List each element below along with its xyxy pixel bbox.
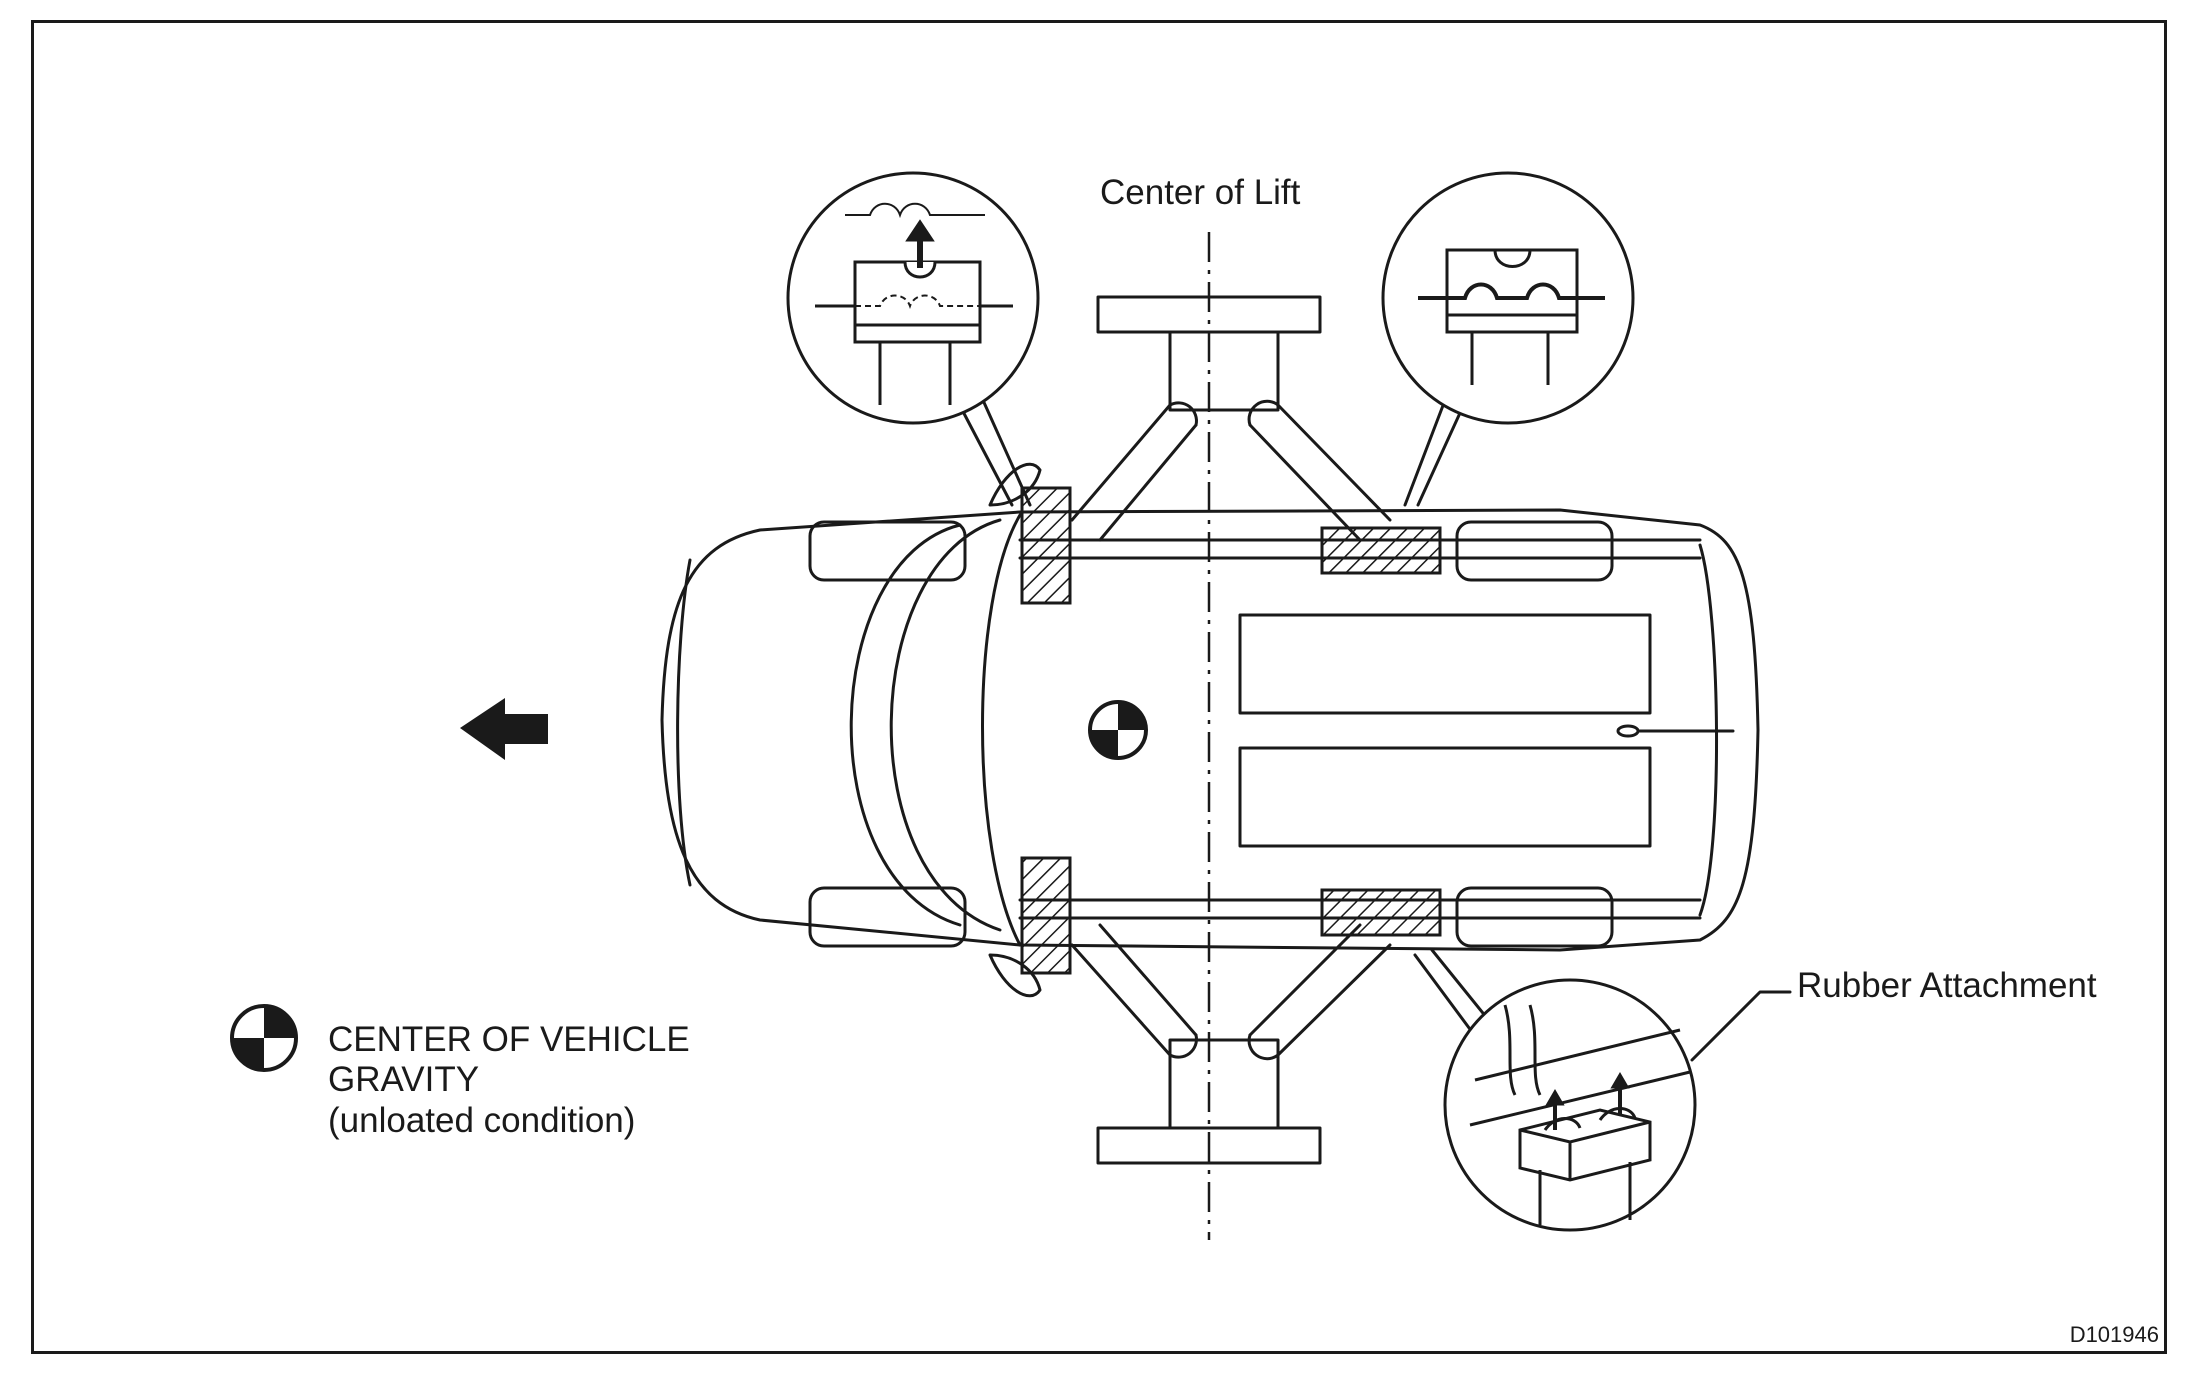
center-of-gravity-icon — [1088, 700, 1148, 760]
detail-circle-front-pad — [786, 171, 1040, 425]
legend-line-3: (unloated condition) — [328, 1100, 636, 1140]
wheel-rear-right — [1455, 886, 1614, 948]
front-direction-arrow-icon — [460, 698, 548, 760]
wheel-front-left — [808, 520, 967, 582]
legend-center-of-gravity-icon — [230, 1004, 298, 1072]
lift-pad-rear-left — [1320, 526, 1442, 575]
lift-base-top — [1096, 295, 1322, 412]
lift-pad-front-left — [1020, 486, 1072, 605]
detail-circle-rubber-attachment — [1443, 978, 1697, 1232]
roof-panel-bottom — [1238, 746, 1652, 848]
lift-pad-rear-right — [1320, 888, 1442, 937]
vehicle-body — [660, 508, 1760, 952]
legend-line-2: GRAVITY — [328, 1060, 480, 1100]
wheel-front-right — [808, 886, 967, 948]
lift-pad-front-right — [1020, 856, 1072, 975]
center-of-gravity-legend: CENTER OF VEHICLE GRAVITY (unloated cond… — [328, 1020, 690, 1141]
lift-base-bottom — [1096, 1038, 1322, 1165]
detail-circle-rear-pad — [1381, 171, 1635, 425]
lift-arms-top — [1070, 399, 1392, 542]
lift-arms-bottom — [1070, 923, 1392, 1061]
wheel-rear-left — [1455, 520, 1614, 582]
legend-line-1: CENTER OF VEHICLE — [328, 1020, 690, 1059]
center-of-lift-label: Center of Lift — [1100, 173, 1301, 212]
figure-id: D101946 — [2069, 1321, 2159, 1347]
roof-panel-top — [1238, 613, 1652, 715]
rubber-attachment-label: Rubber Attachment — [1797, 966, 2097, 1005]
